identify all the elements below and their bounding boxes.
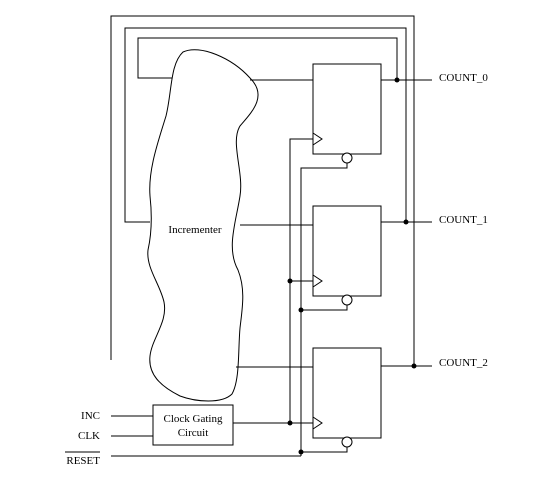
outer-feedback-loop bbox=[110, 15, 415, 366]
count2-label: COUNT_2 bbox=[439, 357, 488, 369]
count2-junction bbox=[411, 363, 417, 369]
flip-flop-2 bbox=[312, 347, 382, 439]
reset-to-ff1 bbox=[301, 305, 348, 311]
count1-junction bbox=[403, 219, 409, 225]
reset-label: RESET bbox=[66, 455, 100, 467]
clk-label: CLK bbox=[78, 430, 100, 442]
count1-label: COUNT_1 bbox=[439, 214, 488, 226]
count1-feedback-loop bbox=[124, 27, 407, 223]
flip-flop-1 bbox=[312, 205, 382, 297]
incrementer-block bbox=[147, 49, 259, 402]
clock-gating-label-line2: Circuit bbox=[178, 427, 209, 439]
clock-triangle-1 bbox=[312, 274, 323, 288]
clock-gating-circuit bbox=[152, 404, 234, 446]
incrementer-label: Incrementer bbox=[168, 224, 221, 236]
count0-feedback-loop bbox=[137, 37, 398, 80]
clock-triangle-0 bbox=[312, 132, 323, 146]
clock-junction-2 bbox=[287, 420, 293, 426]
clock-gating-label-line1: Clock Gating bbox=[164, 413, 223, 425]
gated-clock-bus bbox=[289, 138, 313, 423]
clock-junction-1 bbox=[287, 278, 293, 284]
clock-triangle-2 bbox=[312, 416, 323, 430]
inc-label: INC bbox=[81, 410, 100, 422]
count0-junction bbox=[394, 77, 400, 83]
count0-label: COUNT_0 bbox=[439, 72, 488, 84]
reset-junction-2 bbox=[298, 449, 304, 455]
flip-flop-0 bbox=[312, 63, 382, 155]
reset-to-ff2 bbox=[301, 447, 348, 453]
reset-bubble-2 bbox=[341, 436, 353, 448]
reset-junction-1 bbox=[298, 307, 304, 313]
reset-bubble-1 bbox=[341, 294, 353, 306]
reset-bubble-0 bbox=[341, 152, 353, 164]
